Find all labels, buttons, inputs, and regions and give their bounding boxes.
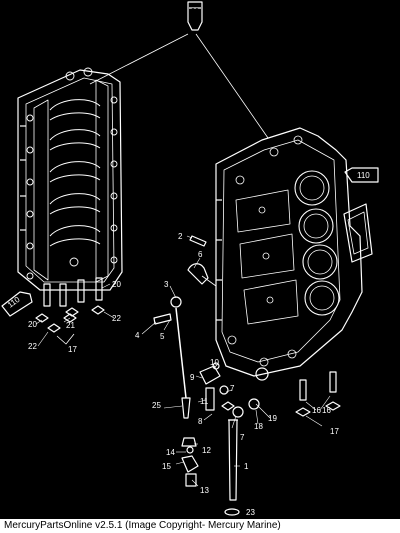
callout-3: 3	[164, 280, 169, 289]
block-dowels	[295, 371, 341, 417]
callout-20-left: 20	[28, 320, 37, 329]
callout-36: 36	[191, 8, 199, 15]
footer-copyright: MercuryPartsOnline v2.5.1 (Image Copyrig…	[0, 519, 400, 533]
dowel-pin-2	[189, 235, 207, 247]
callout-110-left: 110	[6, 295, 22, 310]
callout-10: 10	[210, 358, 219, 367]
cover-dowels	[35, 277, 105, 345]
callout-13: 13	[200, 486, 209, 495]
fitting-6	[187, 263, 217, 287]
cylinder-block	[215, 127, 373, 381]
callout-12: 12	[202, 446, 211, 455]
callout-18: 18	[254, 422, 263, 431]
callout-17-left: 17	[68, 345, 77, 354]
sealant-tube-icon-left	[1, 291, 33, 317]
callout-8: 8	[198, 417, 203, 426]
callout-6: 6	[198, 250, 203, 259]
callout-4: 4	[135, 331, 140, 340]
callout-9: 9	[190, 373, 195, 382]
hose-assembly	[170, 296, 191, 419]
callout-7a: 7	[230, 384, 235, 393]
callout-21: 21	[66, 321, 75, 330]
callout-labels: 36 110 110 23 1 2 3 4 5 6 7 7 8 9 10 11 …	[6, 8, 370, 517]
callout-20-right: 20	[112, 280, 121, 289]
callout-16a: 16	[312, 406, 321, 415]
callout-1: 1	[244, 462, 249, 471]
callout-14: 14	[166, 448, 175, 457]
parts-diagram: 36 110 110 23 1 2 3 4 5 6 7 7 8 9 10 11 …	[1, 1, 379, 517]
callout-15: 15	[162, 462, 171, 471]
callout-110-right: 110	[357, 171, 370, 180]
callout-7b: 7	[240, 433, 245, 442]
callout-5: 5	[160, 332, 165, 341]
callout-22-right: 22	[112, 314, 121, 323]
callout-19: 19	[268, 414, 277, 423]
long-bolt-1	[224, 419, 240, 516]
crankcase-cover	[17, 67, 123, 291]
callout-25: 25	[152, 401, 161, 410]
callout-23: 23	[246, 508, 255, 517]
callout-17-right: 17	[330, 427, 339, 436]
callout-16b: 16	[322, 406, 331, 415]
anode-assembly	[199, 362, 260, 418]
exploded-view-drawing: 36 110 110 23 1 2 3 4 5 6 7 7 8 9 10 11 …	[1, 1, 379, 517]
callout-11: 11	[200, 397, 209, 406]
sealant-tube-icon-right	[344, 167, 379, 183]
callout-22-left: 22	[28, 342, 37, 351]
callout-2: 2	[178, 232, 183, 241]
sealant-tube-icon-top	[187, 1, 203, 31]
sensor-assembly	[181, 437, 199, 487]
bolt-4	[153, 313, 172, 325]
